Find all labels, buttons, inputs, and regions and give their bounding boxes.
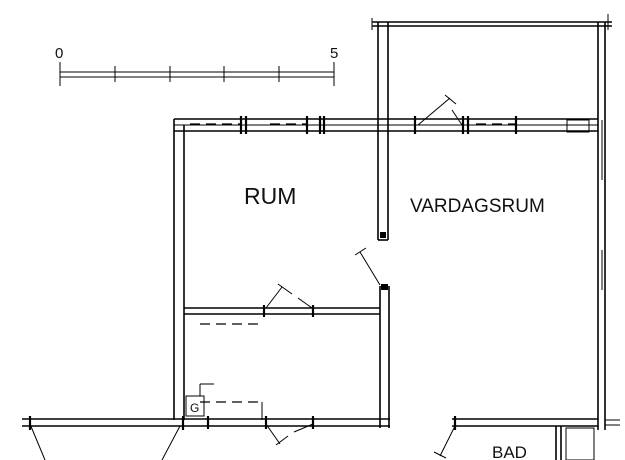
- scale-start-label: 0: [55, 45, 63, 62]
- scale-bar: 0 5: [55, 45, 338, 86]
- window-markers: [28, 116, 590, 430]
- scale-end-label: 5: [330, 45, 338, 62]
- room-label-vardagsrum: VARDAGSRUM: [410, 196, 545, 217]
- dashed-lines: [190, 123, 516, 420]
- walls: [22, 14, 620, 460]
- room-label-bad: BAD: [492, 443, 527, 460]
- room-label-rum: RUM: [244, 183, 296, 209]
- g-symbol: G: [185, 383, 214, 417]
- g-label: G: [190, 401, 199, 415]
- door-swings: [29, 94, 463, 460]
